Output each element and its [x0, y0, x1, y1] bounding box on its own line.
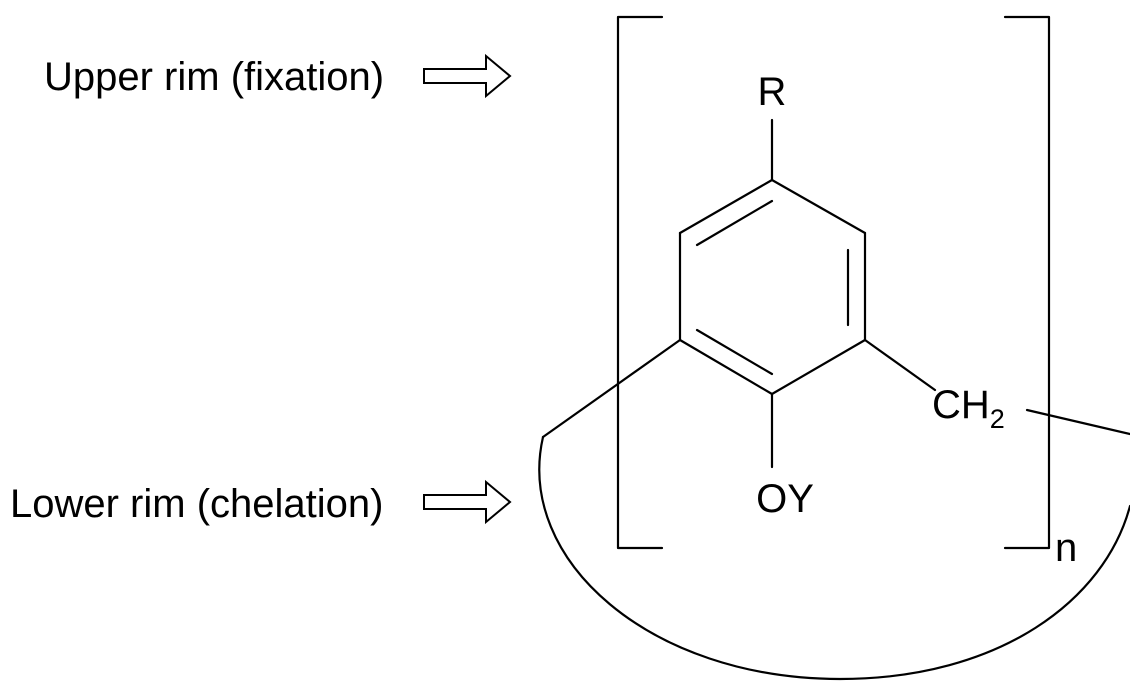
repeat-count-label: n [1055, 526, 1077, 570]
ch2-main-text: CH [932, 383, 990, 427]
oy-group-label: OY [756, 477, 814, 521]
left-bracket [616, 15, 664, 550]
ch2-subscript: 2 [990, 404, 1005, 434]
ring-substituent-bonds [770, 118, 937, 469]
upper-rim-arrow-icon [423, 53, 512, 99]
lower-rim-label: Lower rim (chelation) [10, 482, 383, 526]
right-bracket [1003, 15, 1051, 550]
ch2-group-label: CH2 [932, 383, 1005, 434]
macrocycle-ring-outline [538, 338, 1130, 681]
lower-rim-arrow-icon [423, 479, 512, 525]
r-group-label: R [758, 70, 787, 114]
upper-rim-label: Upper rim (fixation) [44, 55, 384, 99]
benzene-ring [678, 178, 867, 396]
